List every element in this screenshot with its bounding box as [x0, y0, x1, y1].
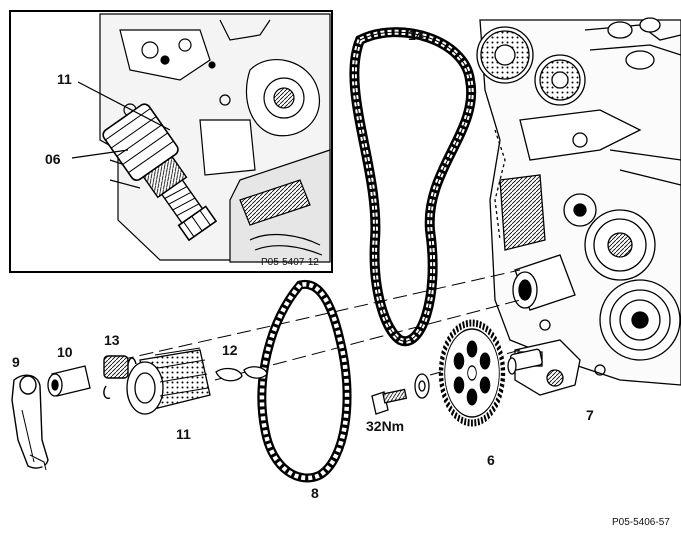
label-7: 7 [586, 407, 594, 423]
seal-rings [215, 366, 268, 382]
tensioner-spring [103, 355, 137, 399]
bolt-and-washer [371, 373, 430, 415]
inset-label-06: 06 [45, 151, 61, 167]
label-10: 10 [57, 344, 73, 360]
bushing [47, 365, 91, 397]
timing-chain [349, 27, 477, 347]
label-14: 14 [408, 27, 424, 43]
torque-label: 32Nm [366, 418, 405, 434]
inset-detail [9, 10, 333, 273]
oil-pump-shaft [507, 348, 543, 375]
inset-label-11: 11 [57, 71, 72, 87]
label-11: 11 [176, 426, 191, 442]
oil-pump-chain [257, 279, 352, 483]
label-6: 6 [487, 452, 495, 468]
engine-block [476, 17, 681, 396]
chain-tensioner [126, 347, 211, 415]
label-13: 13 [104, 332, 120, 348]
label-9: 9 [12, 354, 20, 370]
guide-rail [11, 374, 49, 471]
inset-figure-code: P05-5407-12 [261, 257, 319, 268]
label-8: 8 [311, 485, 319, 501]
oil-pump-sprocket [438, 319, 506, 427]
label-12: 12 [222, 342, 238, 358]
figure-code: P05-5406-57 [612, 517, 670, 528]
